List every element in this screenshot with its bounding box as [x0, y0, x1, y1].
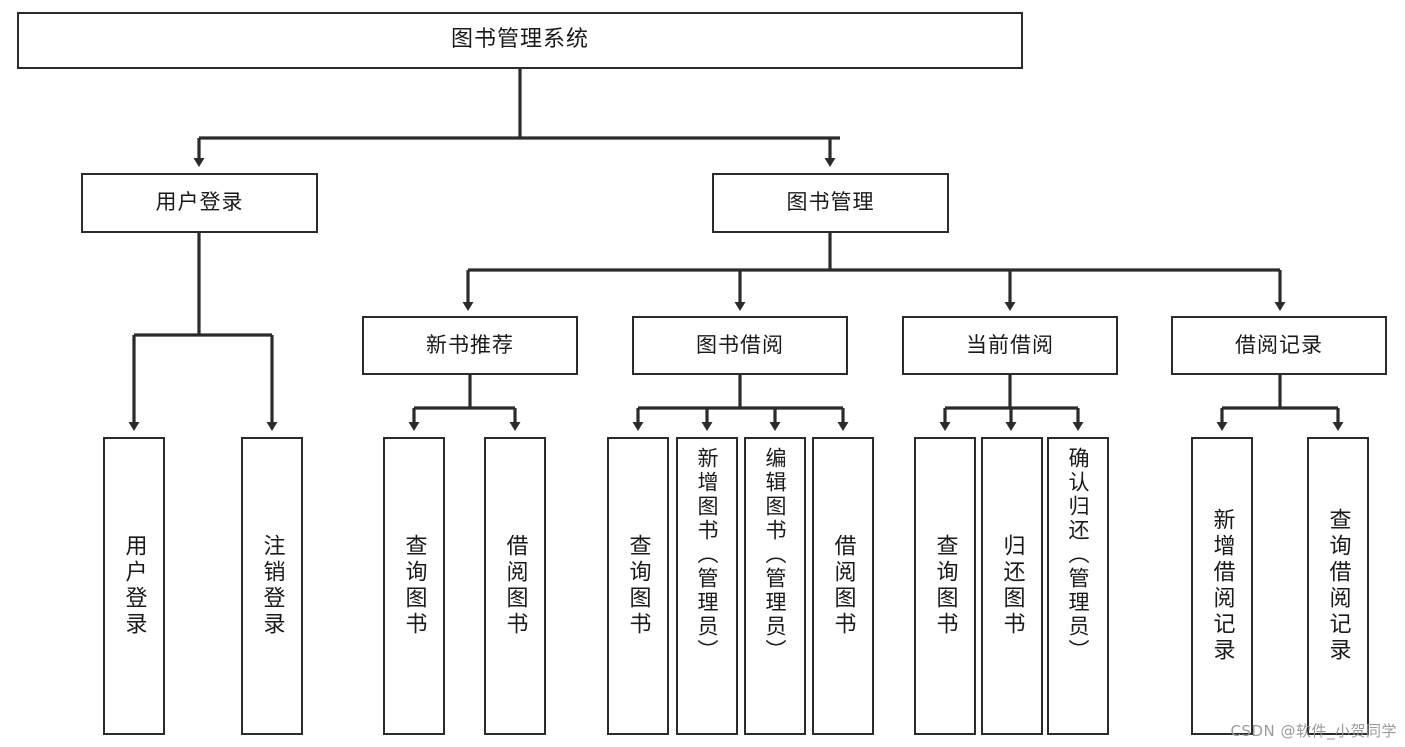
node-user-login-label: 用户登录: [155, 190, 244, 215]
leaf-borrow-book-2-label: 借阅图书: [830, 534, 856, 638]
leaf-confirm-return-label: 确认归还（管理员）: [1066, 447, 1091, 663]
leaf-edit-book-label: 编辑图书（管理员）: [763, 447, 788, 663]
leaf-query-record-label: 查询借阅记录: [1325, 508, 1351, 664]
node-borrow-record-label: 借阅记录: [1235, 332, 1323, 357]
leaf-add-record-label: 新增借阅记录: [1209, 508, 1235, 664]
leaf-user-login-label: 用户登录: [121, 534, 147, 638]
leaf-user-login[interactable]: 用户登录: [103, 437, 165, 735]
leaf-borrow-book-1[interactable]: 借阅图书: [484, 437, 546, 735]
leaf-borrow-book-2[interactable]: 借阅图书: [812, 437, 874, 735]
leaf-user-logout[interactable]: 注销登录: [241, 437, 303, 735]
leaf-query-book-3[interactable]: 查询图书: [914, 437, 976, 735]
node-root-label: 图书管理系统: [450, 27, 589, 53]
node-new-book-recommend-label: 新书推荐: [426, 332, 514, 357]
leaf-query-book-3-label: 查询图书: [932, 534, 958, 638]
node-book-borrow[interactable]: 图书借阅: [632, 316, 848, 375]
leaf-user-logout-label: 注销登录: [259, 534, 285, 638]
node-root[interactable]: 图书管理系统: [17, 12, 1023, 69]
leaf-query-book-2[interactable]: 查询图书: [607, 437, 669, 735]
node-book-manage[interactable]: 图书管理: [712, 173, 949, 233]
leaf-add-book[interactable]: 新增图书（管理员）: [676, 437, 738, 735]
leaf-add-book-label: 新增图书（管理员）: [695, 447, 720, 663]
leaf-confirm-return[interactable]: 确认归还（管理员）: [1047, 437, 1109, 735]
leaf-add-record[interactable]: 新增借阅记录: [1191, 437, 1253, 735]
leaf-return-book-label: 归还图书: [999, 534, 1025, 638]
watermark: CSDN @软件_小贺同学: [1230, 722, 1397, 740]
node-borrow-record[interactable]: 借阅记录: [1171, 316, 1387, 375]
node-new-book-recommend[interactable]: 新书推荐: [362, 316, 578, 375]
leaf-return-book[interactable]: 归还图书: [981, 437, 1043, 735]
leaf-edit-book[interactable]: 编辑图书（管理员）: [744, 437, 806, 735]
leaf-query-book-1[interactable]: 查询图书: [383, 437, 445, 735]
node-current-borrow[interactable]: 当前借阅: [902, 316, 1118, 375]
node-book-borrow-label: 图书借阅: [696, 332, 784, 357]
node-user-login[interactable]: 用户登录: [81, 173, 318, 233]
leaf-query-book-2-label: 查询图书: [625, 534, 651, 638]
leaf-borrow-book-1-label: 借阅图书: [502, 534, 528, 638]
node-book-manage-label: 图书管理: [786, 190, 875, 215]
leaf-query-record[interactable]: 查询借阅记录: [1307, 437, 1369, 735]
node-current-borrow-label: 当前借阅: [966, 332, 1054, 357]
leaf-query-book-1-label: 查询图书: [401, 534, 427, 638]
